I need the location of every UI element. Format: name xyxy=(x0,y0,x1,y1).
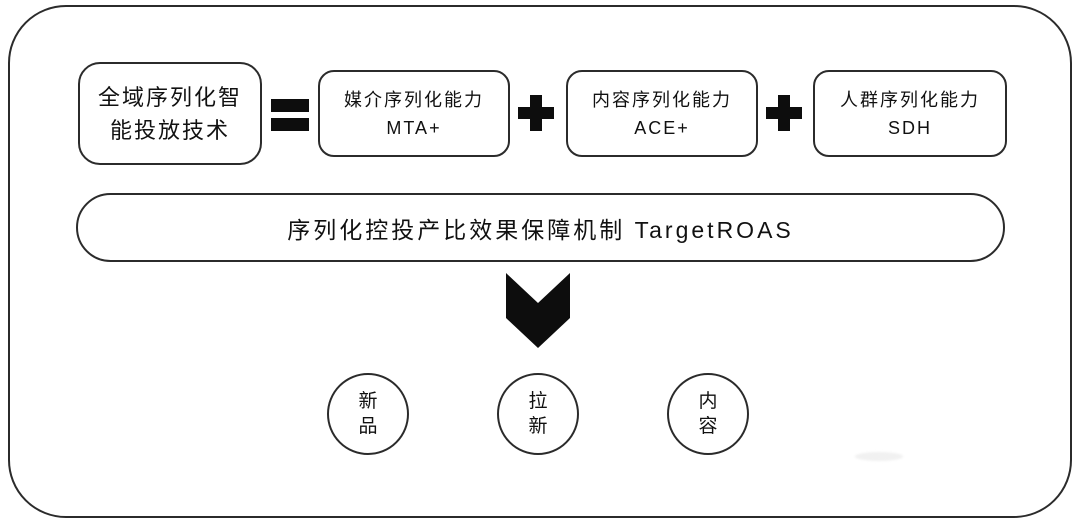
capability-box-media: 媒介序列化能力 MTA+ xyxy=(318,70,510,157)
title-box-line1: 全域序列化智 xyxy=(97,84,242,110)
mechanism-bar: 序列化控投产比效果保障机制 TargetROAS xyxy=(76,193,1005,262)
capability-box-audience: 人群序列化能力 SDH xyxy=(813,70,1007,157)
watermark-smudge xyxy=(855,452,903,461)
capability-box-audience-label: 人群序列化能力 xyxy=(840,89,980,110)
plus-icon xyxy=(518,95,554,131)
scenario-circle-acquisition-char1: 拉 xyxy=(528,391,548,412)
scenario-circle-acquisition: 拉 新 xyxy=(497,373,579,455)
title-box: 全域序列化智 能投放技术 xyxy=(78,62,262,165)
mechanism-bar-label: 序列化控投产比效果保障机制 TargetROAS xyxy=(287,216,794,243)
down-arrow-icon xyxy=(506,273,570,348)
outer-frame xyxy=(8,5,1072,518)
title-box-line2: 能投放技术 xyxy=(109,117,230,143)
capability-box-media-code: MTA+ xyxy=(386,117,442,138)
scenario-circle-new-product: 新 品 xyxy=(327,373,409,455)
scenario-circle-content: 内 容 xyxy=(667,373,749,455)
scenario-circle-content-char2: 容 xyxy=(698,416,718,437)
plus-icon xyxy=(766,95,802,131)
capability-box-content-label: 内容序列化能力 xyxy=(592,89,732,110)
scenario-circle-acquisition-char2: 新 xyxy=(528,416,548,437)
scenario-circle-new-product-char1: 新 xyxy=(358,391,378,412)
capability-box-content: 内容序列化能力 ACE+ xyxy=(566,70,758,157)
capability-box-audience-code: SDH xyxy=(887,117,932,138)
equals-icon xyxy=(271,99,309,131)
capability-box-media-label: 媒介序列化能力 xyxy=(344,89,484,110)
capability-box-content-code: ACE+ xyxy=(634,117,690,138)
scenario-circle-new-product-char2: 品 xyxy=(358,416,378,437)
scenario-circle-content-char1: 内 xyxy=(698,391,718,412)
